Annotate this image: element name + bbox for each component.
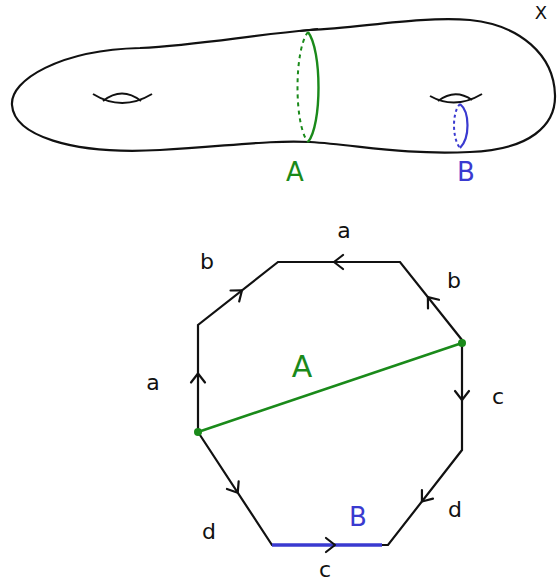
edge-arrow [227, 481, 239, 492]
curve-a-back [298, 32, 309, 142]
edge-label: c [319, 559, 331, 581]
waist-bump [300, 29, 318, 31]
space-name: X [535, 4, 547, 22]
edge-arrow [428, 297, 439, 308]
edge-arrow [231, 290, 242, 301]
curve-b-back [454, 104, 460, 148]
segment-a [198, 343, 462, 432]
hole-right [430, 94, 482, 103]
hole-left [103, 94, 141, 102]
endpoint-dot [458, 339, 466, 347]
edge-arrow [334, 255, 343, 269]
edge-label: d [202, 521, 216, 543]
curve-a-front [308, 32, 319, 142]
edge-arrow [191, 374, 205, 383]
edge-label: a [337, 220, 350, 242]
edge-arrow [455, 391, 469, 400]
edge-arrow [422, 490, 433, 501]
curve-name: A [286, 159, 304, 185]
endpoint-dot [194, 428, 202, 436]
curve-name: A [292, 352, 313, 382]
edge-label: b [447, 270, 461, 292]
edge-label: d [448, 499, 462, 521]
edge-label: b [200, 251, 214, 273]
segment-b [272, 543, 382, 547]
surface-outline [12, 19, 555, 152]
hole-right [438, 94, 472, 101]
curve-name: B [349, 504, 367, 530]
octagon [198, 262, 462, 545]
curve-b-front [460, 104, 468, 148]
edge-label: c [492, 386, 504, 408]
edge-label: a [146, 372, 159, 394]
edge-arrow [326, 538, 335, 552]
hole-left [93, 94, 152, 103]
curve-name: B [457, 159, 475, 185]
